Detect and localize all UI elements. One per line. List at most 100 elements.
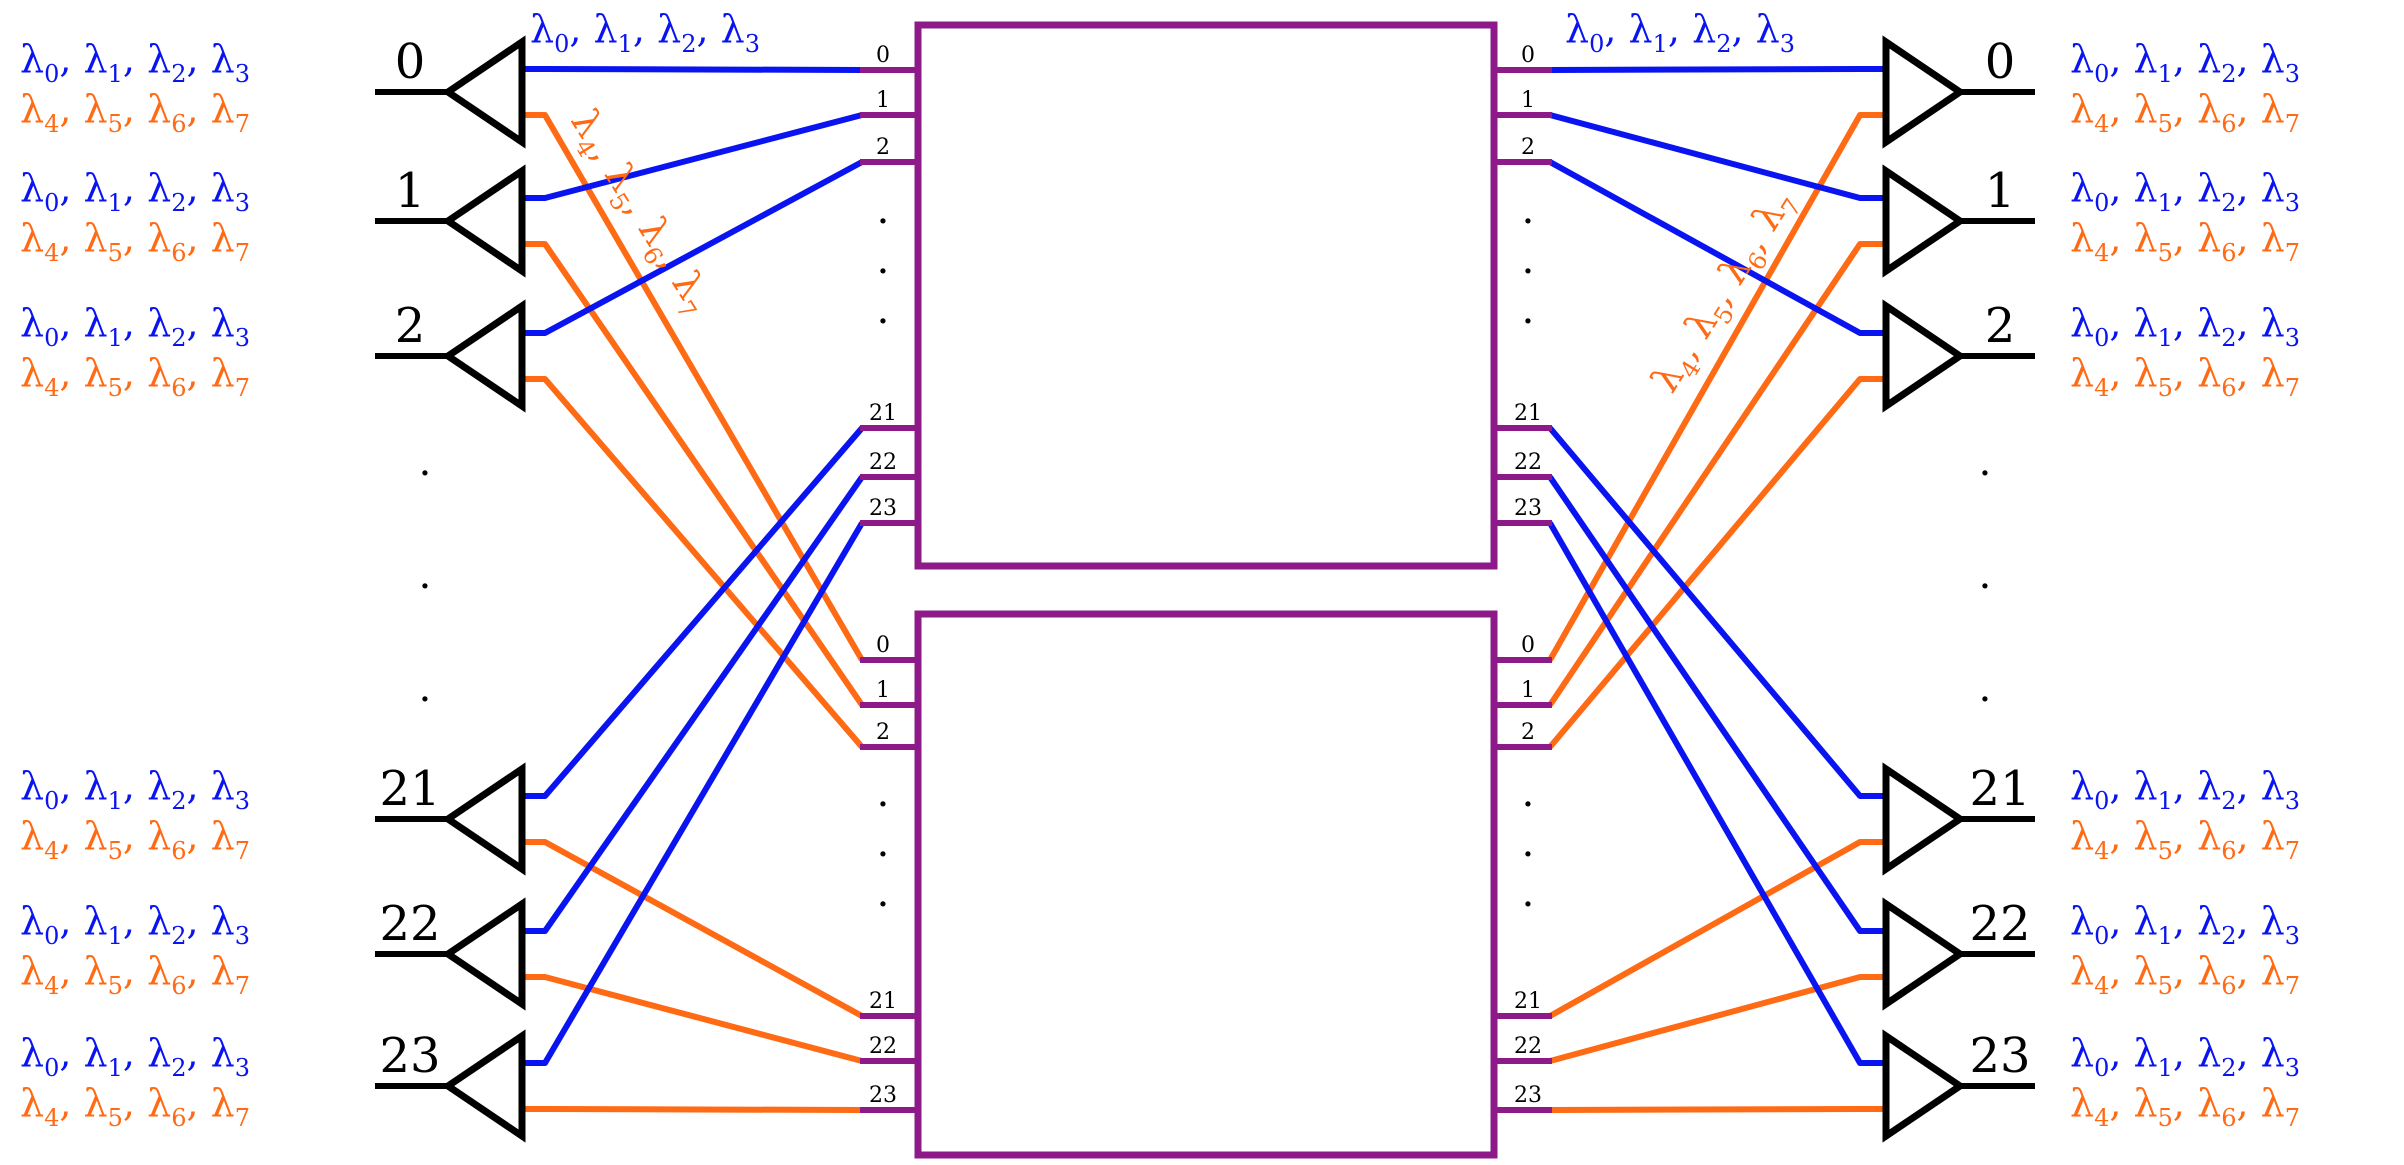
lambda-symbol: λ [2134, 216, 2158, 260]
lambda-subscript: 1 [2158, 1054, 2173, 1082]
lambda-subscript: 1 [618, 30, 633, 58]
orange-link-right [1548, 839, 1886, 1019]
lambda-subscript: 2 [171, 787, 186, 815]
lambda-symbol: λ [2197, 166, 2221, 210]
ellipsis-dot: · [1979, 451, 1992, 497]
lambda-separator: , [186, 87, 210, 131]
lambda-subscript: 2 [2221, 787, 2236, 815]
lambda-subscript: 7 [235, 374, 250, 402]
lambda-separator: , [186, 1081, 210, 1125]
lambda-symbol: λ [2070, 814, 2094, 858]
lambda-subscript: 5 [108, 239, 123, 267]
lambda-symbol: λ [84, 764, 108, 808]
lambda-separator: , [2173, 301, 2197, 345]
lambda-separator: , [2173, 1031, 2197, 1075]
lambda-separator: , [123, 899, 147, 943]
lambda-symbol: λ [84, 216, 108, 260]
lambda-symbol: λ [2134, 1031, 2158, 1075]
lambda-symbol: λ [211, 216, 235, 260]
lambda-subscript: 4 [2094, 972, 2109, 1000]
lambda-symbol: λ [147, 764, 171, 808]
blue-link-right [1549, 112, 1886, 201]
lambda-separator: , [2236, 301, 2260, 345]
lambda-symbol: λ [2197, 814, 2221, 858]
lambda-subscript: 3 [2285, 189, 2300, 217]
lambda-separator: , [2173, 949, 2197, 993]
lambda-subscript: 0 [2094, 922, 2109, 950]
lambda-subscript: 5 [108, 972, 123, 1000]
ellipsis-dot: · [1522, 249, 1535, 295]
lambda-symbol: λ [84, 351, 108, 395]
lambda-symbol: λ [2197, 351, 2221, 395]
lambda-subscript: 5 [2158, 837, 2173, 865]
lambda-subscript: 7 [2285, 239, 2300, 267]
wavelength-label-blue: λ0, λ1, λ2, λ3 [20, 899, 250, 950]
lambda-separator: , [123, 166, 147, 210]
lambda-separator: , [2173, 166, 2197, 210]
port-number: 1 [1521, 88, 1535, 113]
wavelength-label-blue: λ0, λ1, λ2, λ3 [20, 1031, 250, 1082]
lambda-symbol: λ [20, 216, 44, 260]
lambda-subscript: 3 [235, 324, 250, 352]
lambda-subscript: 1 [2158, 922, 2173, 950]
lambda-separator: , [59, 301, 83, 345]
lambda-symbol: λ [2261, 301, 2285, 345]
lambda-subscript: 2 [681, 30, 696, 58]
lambda-separator: , [2109, 899, 2133, 943]
ellipsis-dot: · [1979, 564, 1992, 610]
ellipsis-dot: · [1522, 882, 1535, 928]
port-number: 0 [1521, 633, 1535, 658]
lambda-subscript: 5 [2158, 1104, 2173, 1132]
lambda-subscript: 4 [2094, 110, 2109, 138]
blue-link-right [1547, 521, 1886, 1066]
wavelength-label-orange: λ4, λ5, λ6, λ7 [2070, 87, 2300, 138]
lambda-subscript: 1 [108, 60, 123, 88]
lambda-separator: , [2236, 87, 2260, 131]
lambda-separator: , [2109, 814, 2133, 858]
lambda-separator: , [123, 37, 147, 81]
lambda-subscript: 1 [108, 922, 123, 950]
lambda-symbol: λ [2197, 216, 2221, 260]
ellipsis-dot: · [419, 677, 432, 723]
lambda-subscript: 4 [44, 837, 59, 865]
wavelength-label-orange: λ4, λ5, λ6, λ7 [20, 216, 250, 267]
triangle-pointing-left-icon [441, 299, 526, 413]
orange-link-right [1549, 1106, 1886, 1113]
lambda-symbol: λ [84, 899, 108, 943]
port-number: 22 [869, 450, 897, 475]
lambda-subscript: 0 [2094, 787, 2109, 815]
lambda-separator: , [59, 899, 83, 943]
triangle-pointing-left-icon [441, 897, 526, 1011]
lambda-separator: , [2173, 814, 2197, 858]
lambda-separator: , [2173, 899, 2197, 943]
orange-link-right [1547, 112, 1886, 662]
lambda-subscript: 6 [171, 972, 186, 1000]
blue-link-left [522, 159, 864, 336]
lambda-symbol: λ [2070, 301, 2094, 345]
lambda-symbol: λ [211, 37, 235, 81]
lambda-symbol: λ [721, 7, 745, 51]
terminal-number: 2 [1985, 298, 2016, 354]
port-number: 0 [876, 43, 890, 68]
lambda-subscript: 4 [2094, 374, 2109, 402]
wavelength-label-orange: λ4, λ5, λ6, λ7 [2070, 216, 2300, 267]
ellipsis-dot: · [419, 564, 432, 610]
wavelength-label-blue: λ0, λ1, λ2, λ3 [2070, 764, 2300, 815]
lambda-symbol: λ [2197, 1081, 2221, 1125]
lambda-separator: , [2109, 87, 2133, 131]
lambda-symbol: λ [2134, 301, 2158, 345]
ellipsis-dot: · [877, 199, 890, 245]
wavelength-label-orange: λ4, λ5, λ6, λ7 [20, 1081, 250, 1132]
lambda-subscript: 0 [44, 787, 59, 815]
lambda-symbol: λ [2070, 216, 2094, 260]
lambda-subscript: 7 [235, 239, 250, 267]
lambda-symbol: λ [2197, 764, 2221, 808]
lambda-separator: , [2109, 1031, 2133, 1075]
port-number: 23 [869, 496, 897, 521]
lambda-separator: , [2236, 1031, 2260, 1075]
lambda-subscript: 2 [2221, 922, 2236, 950]
lambda-subscript: 7 [2285, 110, 2300, 138]
lambda-subscript: 4 [44, 110, 59, 138]
lambda-symbol: λ [2070, 166, 2094, 210]
lambda-symbol: λ [2197, 301, 2221, 345]
